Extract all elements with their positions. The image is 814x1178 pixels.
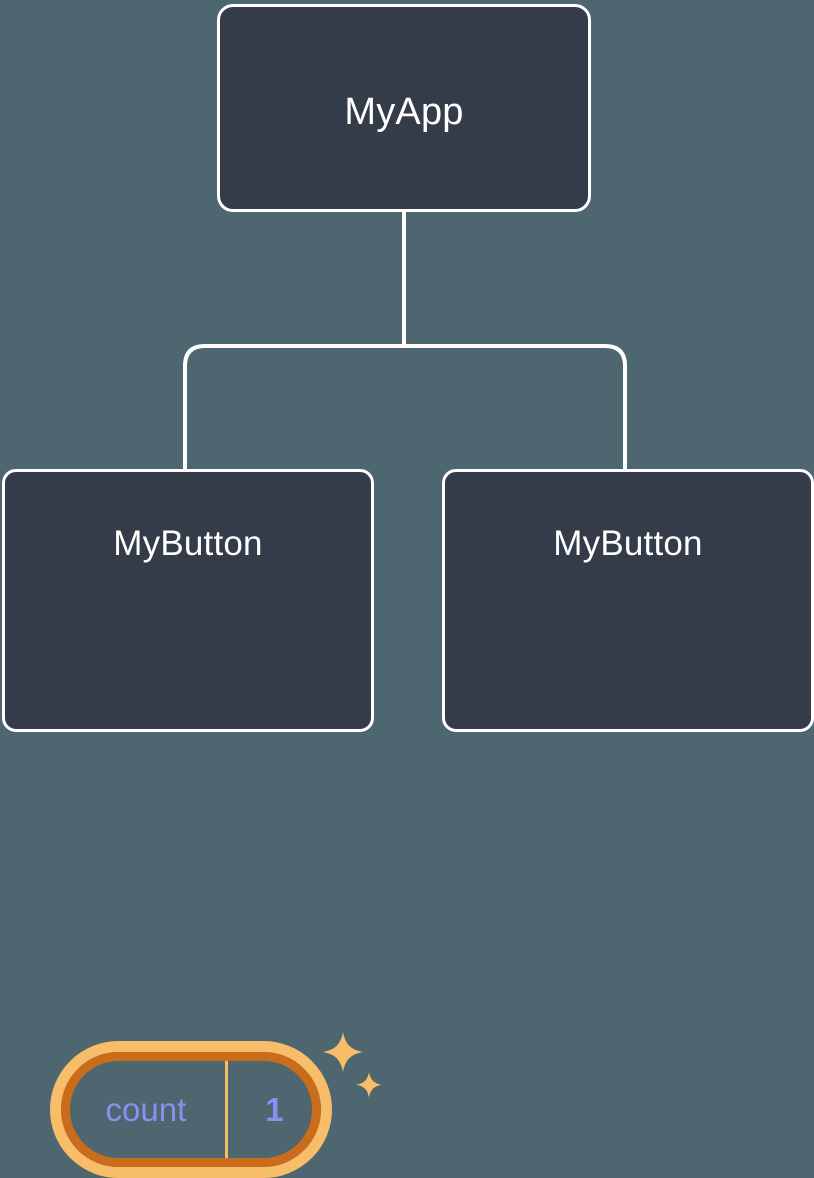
node-mybutton-left-label: MyButton: [113, 524, 263, 563]
state-pill-count-highlighted[interactable]: count 1: [50, 1041, 332, 1178]
sparkle-large-icon: [323, 1032, 363, 1072]
diagram-canvas: MyApp MyButton count 1 MyButton count 0: [2, 4, 814, 1178]
state-value-label: 1: [224, 1052, 321, 1167]
sparkle-small-icon: [356, 1072, 382, 1098]
node-mybutton-right-label: MyButton: [553, 524, 703, 563]
node-myapp[interactable]: MyApp: [217, 4, 591, 212]
node-myapp-label: MyApp: [344, 91, 464, 133]
connector-branch-bar: [183, 344, 627, 470]
node-mybutton-right[interactable]: MyButton count 0: [442, 469, 814, 732]
node-mybutton-left[interactable]: MyButton count 1: [2, 469, 382, 1178]
state-key-label: count: [105, 1090, 187, 1128]
